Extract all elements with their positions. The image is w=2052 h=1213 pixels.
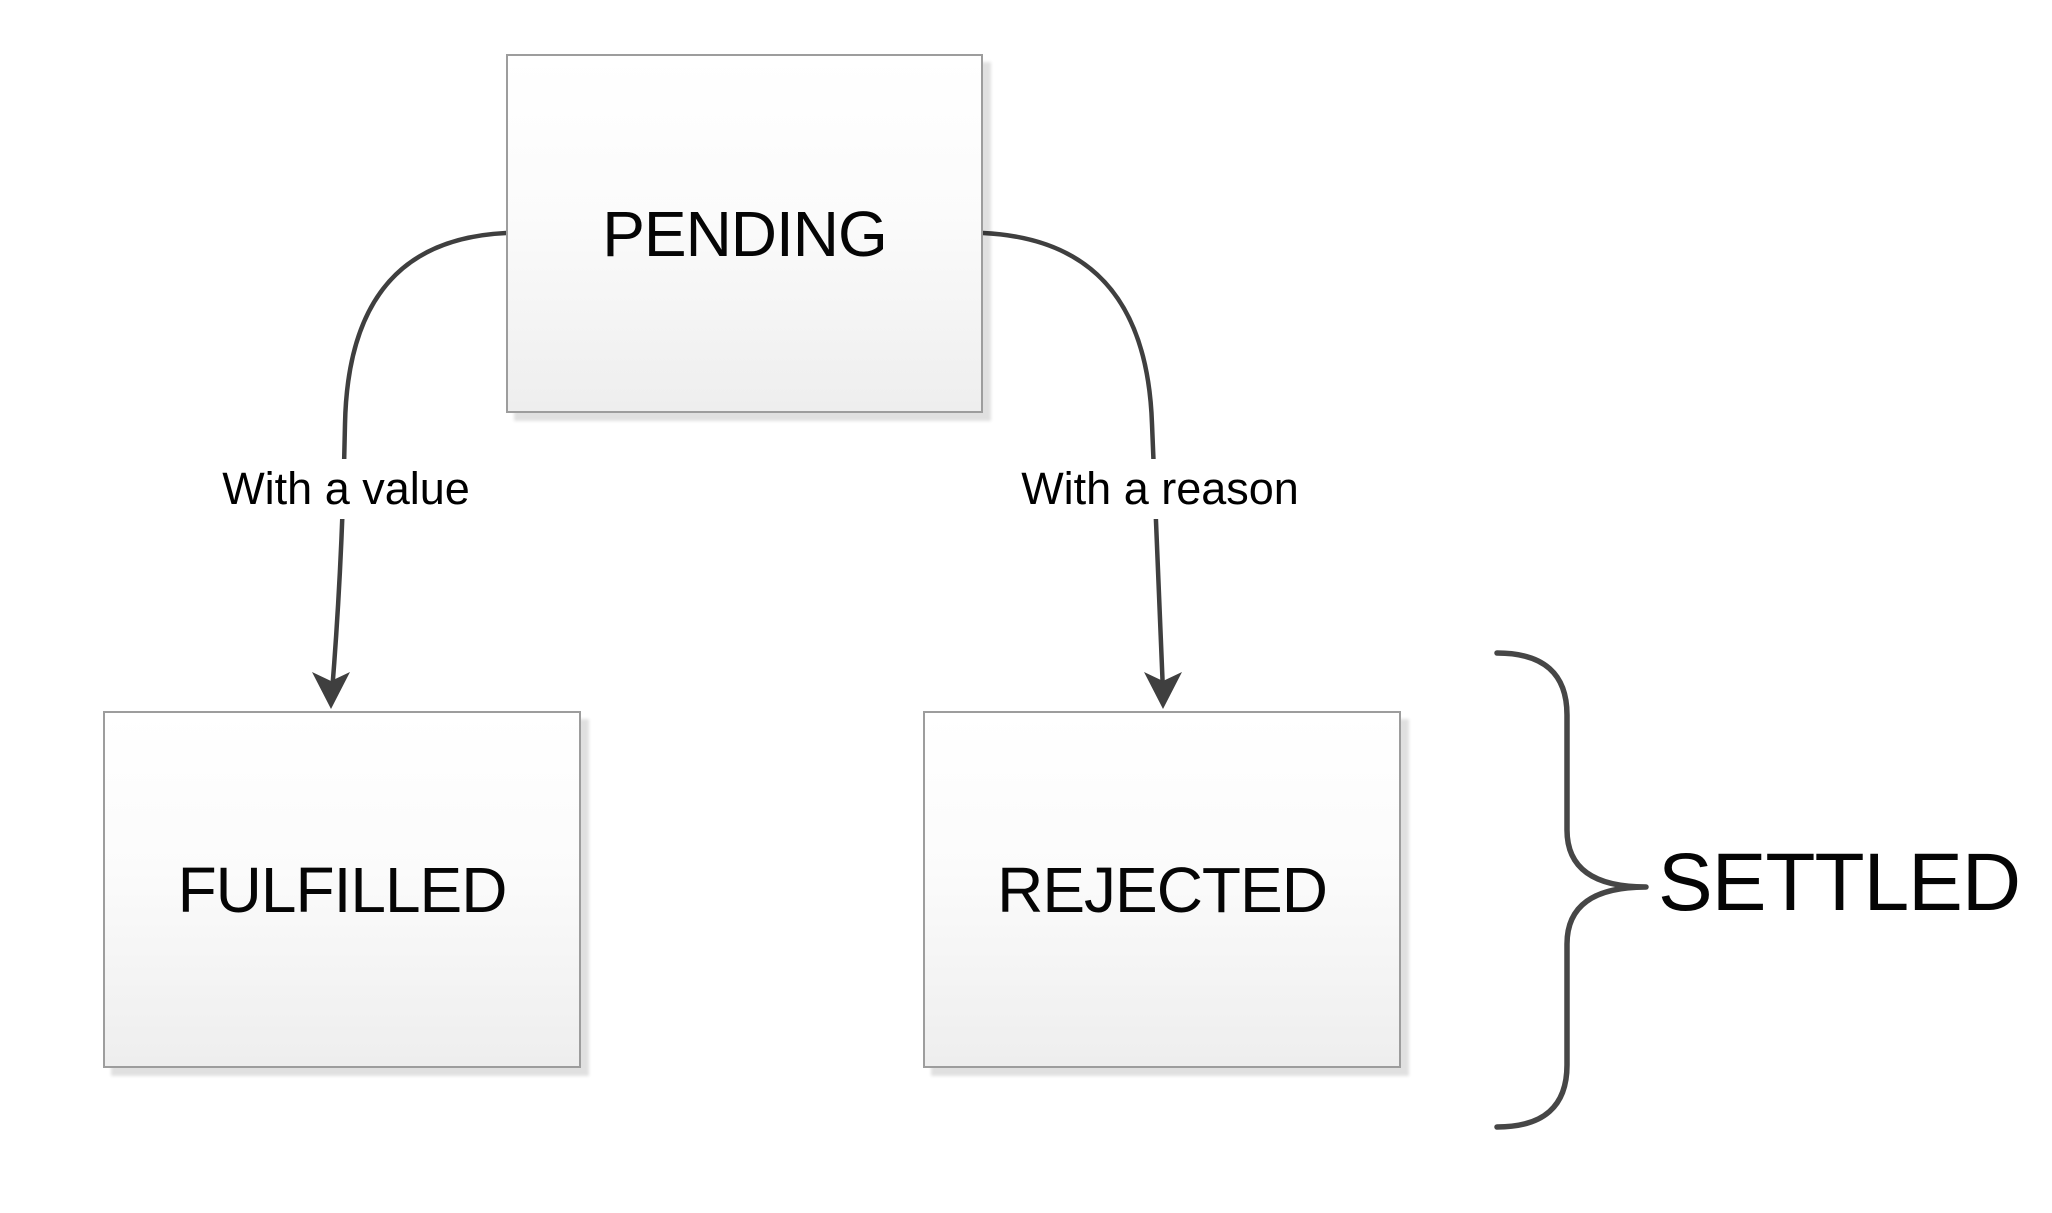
edge-label-with-a-value: With a value	[210, 459, 482, 519]
node-label-rejected: REJECTED	[997, 853, 1328, 926]
arrowhead-rejected	[1144, 672, 1182, 709]
state-node-pending: PENDING	[506, 54, 983, 413]
state-node-fulfilled: FULFILLED	[103, 711, 581, 1068]
edge-label-with-a-reason: With a reason	[1009, 459, 1311, 519]
state-node-rejected: REJECTED	[923, 711, 1401, 1068]
node-label-pending: PENDING	[602, 197, 888, 270]
arrowhead-fulfilled	[312, 672, 350, 709]
curly-brace-icon	[1494, 650, 1649, 1130]
node-label-fulfilled: FULFILLED	[177, 853, 508, 926]
group-label-settled: SETTLED	[1658, 837, 2021, 929]
